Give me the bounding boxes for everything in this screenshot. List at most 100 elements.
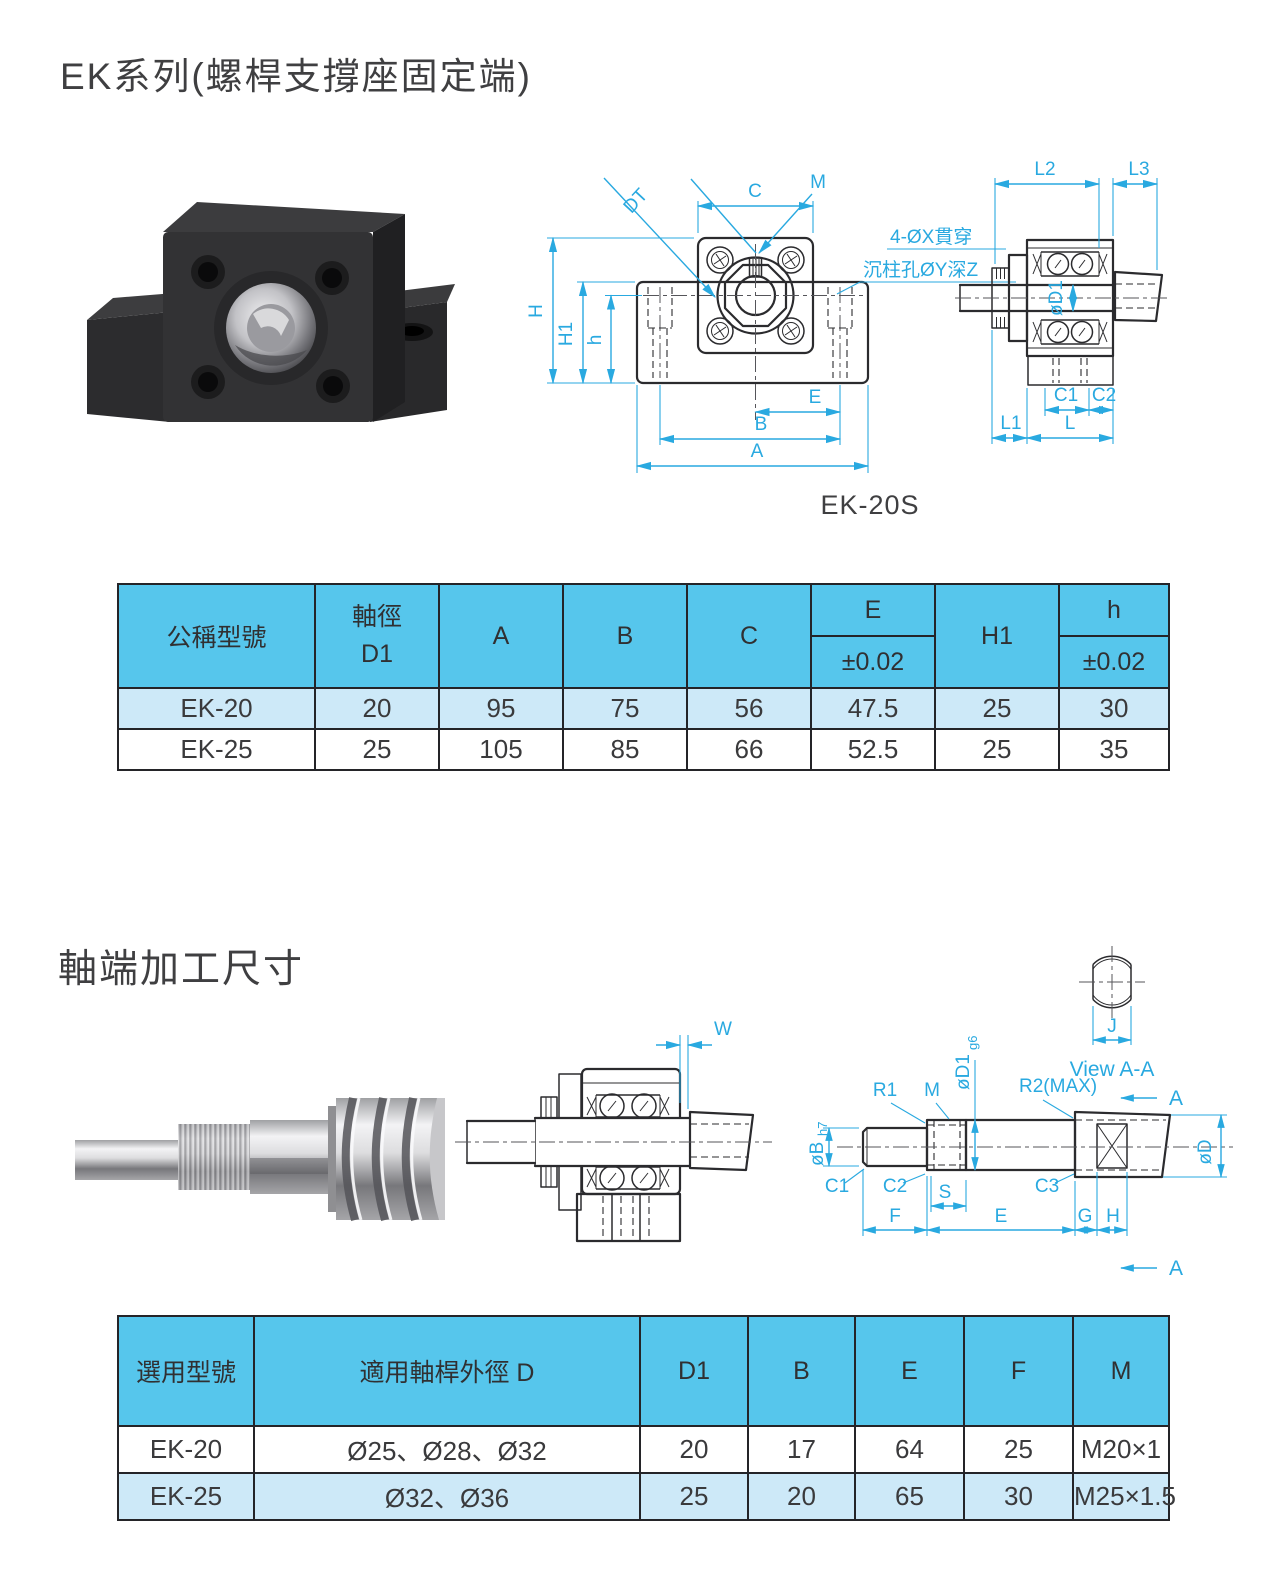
- flange-screws: [706, 246, 805, 345]
- section1-title: EK系列(螺桿支撐座固定端): [60, 56, 532, 97]
- t2-r1-d: Ø32、Ø36: [253, 1472, 641, 1521]
- t2-header-m: M: [1072, 1315, 1170, 1427]
- t1-r0-a: 95: [438, 687, 564, 730]
- dim-label-od: øD: [1195, 1139, 1216, 1164]
- dim-label-e: E: [995, 1206, 1008, 1227]
- product-photo-bracket: [87, 202, 455, 422]
- counterbore-hidden-lines: [643, 244, 867, 420]
- t1-header-model: 公稱型號: [117, 583, 316, 689]
- t1-r0-h1: 25: [934, 687, 1060, 730]
- t2-r0-f: 25: [963, 1425, 1074, 1474]
- t1-r1-d1: 25: [314, 728, 440, 771]
- t1-r0-b: 75: [562, 687, 688, 730]
- dim-label-f: F: [889, 1206, 901, 1227]
- dim-label-b: B: [755, 414, 768, 435]
- t1-r0-c: 56: [686, 687, 812, 730]
- dim-label-a: A: [751, 441, 764, 462]
- t1-r0-d1: 20: [314, 687, 440, 730]
- product-photo-shaft: [75, 1097, 445, 1222]
- t1-r1-a: 105: [438, 728, 564, 771]
- drawing-caption: EK-20S: [820, 490, 920, 520]
- dim-label-g: G: [1078, 1206, 1093, 1227]
- section2-title: 軸端加工尺寸: [58, 948, 305, 991]
- dim-label-h: H: [1106, 1206, 1120, 1227]
- section-outline: [455, 1067, 772, 1243]
- t1-header-e: E: [810, 583, 936, 637]
- t2-r1-f: 30: [963, 1472, 1074, 1521]
- dim-label-d1: øD1: [1046, 280, 1067, 316]
- t1-header-e-tol: ±0.02: [810, 635, 936, 689]
- dim-label-c3: C3: [1035, 1176, 1059, 1197]
- section-arrow-a-bottom: A: [1169, 1257, 1183, 1280]
- dim-label-h-cap: H: [526, 304, 547, 318]
- side-section-outline: [955, 238, 1171, 386]
- dim-label-c: C: [748, 181, 762, 202]
- dimensions: C M DT 4-ØX貫穿 沉柱孔ØY深Z H H1 h: [526, 172, 1016, 473]
- dim-label-e: E: [809, 387, 822, 408]
- shaft-dimensions: øB h7 C1 R1 M øD1 g6 R2(MAX) C2 C3 S: [807, 1036, 1227, 1236]
- dim-label-ob-sub: h7: [815, 1122, 830, 1136]
- bracket-photo-shapes: [87, 202, 455, 422]
- side-view-drawing: øD1 L2 L3 C1 C2 L1 L: [955, 159, 1171, 444]
- t2-r0-m: M20×1: [1072, 1425, 1170, 1474]
- dim-label-ob-group: øB h7: [807, 1122, 830, 1166]
- t2-header-d: 適用軸桿外徑 D: [253, 1315, 641, 1427]
- dim-label-c1: C1: [1054, 385, 1078, 406]
- t2-r0-d: Ø25、Ø28、Ø32: [253, 1425, 641, 1474]
- drill-note-line1: 4-ØX貫穿: [890, 226, 972, 248]
- t2-r0-d1: 20: [639, 1425, 749, 1474]
- t1-r0-model: EK-20: [117, 687, 316, 730]
- t1-header-shaft-dia-line2: D1: [361, 640, 393, 668]
- side-dimensions: øD1 L2 L3 C1 C2 L1 L: [990, 159, 1159, 444]
- t1-header-h-tol: ±0.02: [1058, 635, 1170, 689]
- t2-r1-b: 20: [747, 1472, 856, 1521]
- t1-r1-model: EK-25: [117, 728, 316, 771]
- table-row: EK-20 Ø25、Ø28、Ø32 20 17 64 25 M20×1: [117, 1425, 1170, 1474]
- t1-header-a: A: [438, 583, 564, 689]
- t2-r1-m: M25×1.5: [1072, 1472, 1176, 1521]
- drill-note-line2: 沉柱孔ØY深Z: [863, 259, 978, 281]
- t2-header-model: 選用型號: [117, 1315, 255, 1427]
- dimension-table-2: 選用型號 適用軸桿外徑 D D1 B E F M EK-20 Ø25、Ø28、Ø…: [117, 1315, 1176, 1521]
- t1-header-h: h: [1058, 583, 1170, 637]
- t1-header-shaft-dia-line1: 軸徑: [351, 602, 402, 631]
- dim-label-w: W: [714, 1019, 732, 1040]
- t1-header-c: C: [686, 583, 812, 689]
- dim-label-m: M: [924, 1080, 940, 1101]
- t1-header-h1: H1: [934, 583, 1060, 689]
- t1-r1-h1: 25: [934, 728, 1060, 771]
- dim-label-dt: DT: [620, 185, 653, 218]
- dim-label-l2: L2: [1034, 159, 1055, 180]
- t1-r1-e: 52.5: [810, 728, 936, 771]
- t1-r0-e: 47.5: [810, 687, 936, 730]
- t1-r1-h: 35: [1058, 728, 1170, 771]
- dim-label-l: L: [1065, 413, 1076, 434]
- view-aa-label: View A-A: [1070, 1058, 1155, 1081]
- t1-header-shaft-dia: 軸徑 D1: [314, 583, 440, 689]
- t1-r0-h: 30: [1058, 687, 1170, 730]
- t2-header-d1: D1: [639, 1315, 749, 1427]
- dim-label-c2: C2: [1092, 385, 1116, 406]
- t2-r0-e: 64: [854, 1425, 965, 1474]
- dim-label-r1: R1: [873, 1080, 897, 1101]
- t2-header-e: E: [854, 1315, 965, 1427]
- bearings: [586, 1093, 670, 1191]
- t1-r1-b: 85: [562, 728, 688, 771]
- dim-label-ob: øB: [807, 1142, 828, 1166]
- shaft-outline: [837, 1110, 1233, 1179]
- table-row: EK-25 25 105 85 66 52.5 25 35: [117, 728, 1170, 771]
- dim-label-c2: C2: [883, 1176, 907, 1197]
- dimension-table-1: 公稱型號 軸徑 D1 A B C E H1 h ±0.02 ±0.02 EK-2…: [117, 583, 1170, 771]
- section-arrow-a-top: A: [1169, 1087, 1183, 1110]
- dim-label-od1: øD1: [953, 1054, 974, 1090]
- w-dimension: W: [656, 1019, 732, 1109]
- dim-label-m: M: [810, 172, 826, 193]
- dim-label-c1: C1: [825, 1176, 849, 1197]
- dim-label-s: S: [939, 1182, 952, 1203]
- t2-header-f: F: [963, 1315, 1074, 1427]
- dim-label-r2: R2(MAX): [1019, 1076, 1097, 1097]
- dim-label-od1-sub: g6: [965, 1036, 980, 1050]
- t2-r1-d1: 25: [639, 1472, 749, 1521]
- dim-label-j: J: [1107, 1016, 1117, 1037]
